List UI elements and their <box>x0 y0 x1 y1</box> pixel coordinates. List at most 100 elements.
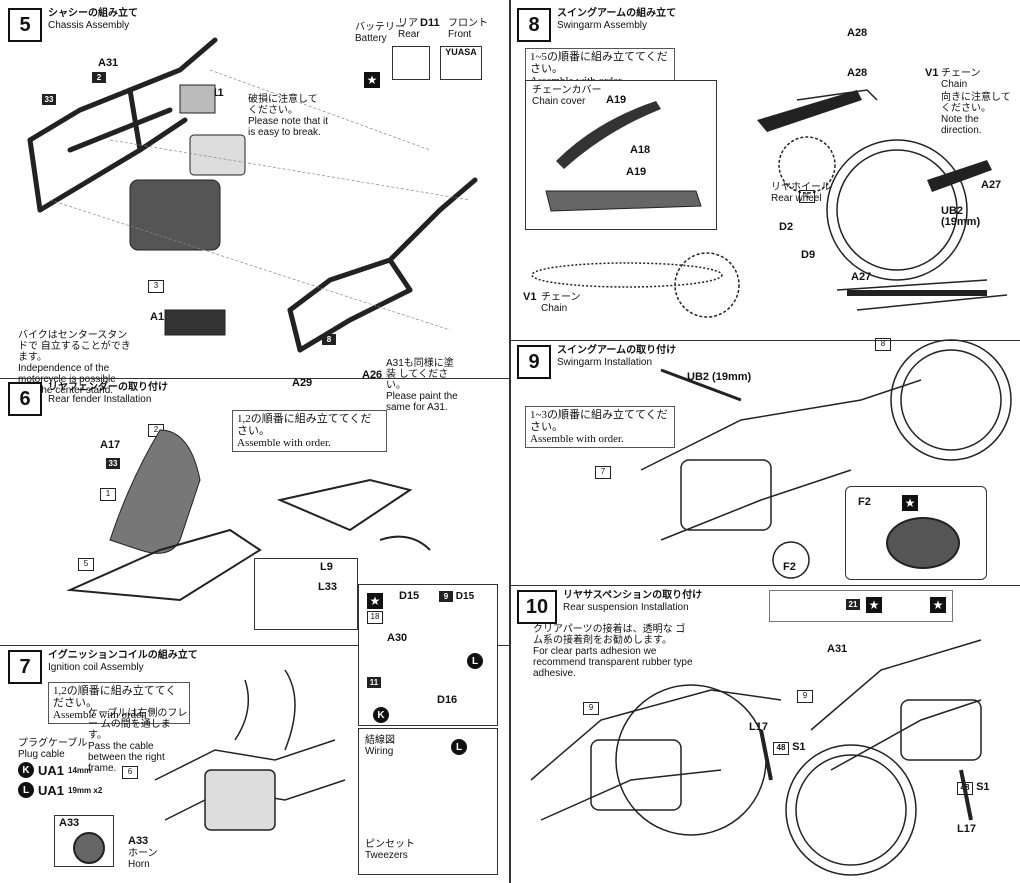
yuasa-text: YUASA <box>445 47 477 57</box>
order-ja: 1~3の順番に組み立ててください。 <box>530 409 668 433</box>
k-icon: K <box>18 762 34 778</box>
a17-label: A17 <box>100 439 121 451</box>
part-9-tag: 9 <box>797 690 813 703</box>
caution-en: Please note that it is easy to break. <box>248 116 329 138</box>
part-33-tag: 33 <box>106 458 120 469</box>
ua1b-size: 19mm x2 <box>68 785 103 795</box>
stand-ja: バイクはセンタースタンドで 自立することができます。 <box>18 330 131 363</box>
horn-en: Horn <box>128 859 150 870</box>
rear-fender-illustration <box>66 429 431 602</box>
d9-label: D9 <box>801 249 816 261</box>
step-title-ja: スイングアームの組み立て <box>557 8 677 19</box>
order-ja: 1,2の順番に組み立ててください。 <box>53 685 177 709</box>
ignition-illustration <box>154 669 346 831</box>
l17b-label: L17 <box>957 823 976 835</box>
horn-ja: ホーン <box>128 848 158 859</box>
d15a-label: D15 <box>399 590 420 602</box>
step-number: 7 <box>8 650 42 684</box>
paint-note: A31も同様に塗装 してください。Please paint the same f… <box>386 358 458 413</box>
ub2-size: (19mm) <box>941 216 981 228</box>
a31-label: A31 <box>98 57 119 69</box>
a27b-label: A27 <box>851 271 872 283</box>
rear-en: Rear <box>398 29 420 40</box>
d15b-label: D15 <box>455 591 475 602</box>
clear-parts-note: クリアパーツの接着は、透明な ゴム系の接着剤をお勧めします。For clear … <box>533 624 693 679</box>
chain-ja: チェーン <box>941 68 981 79</box>
stand-note: バイクはセンタースタンドで 自立することができます。Independence o… <box>18 330 133 396</box>
step-title-ja: リヤフェンダーの取り付け <box>48 382 168 393</box>
fender-parts-inset <box>254 558 358 630</box>
s1a: S1 <box>792 741 806 753</box>
order-en: Assemble with order. <box>53 709 147 721</box>
ub2-label: UB2 (19mm) <box>687 371 752 383</box>
l-icon: L <box>467 653 483 669</box>
step-6-separator <box>0 378 509 379</box>
star-icon: ★ <box>930 597 946 613</box>
cover-en: Chain cover <box>532 96 586 107</box>
a1-label: A1 <box>150 311 165 323</box>
front-ja: フロント <box>448 18 488 29</box>
wheel-ja: リヤホイール <box>771 182 831 193</box>
order-en: Assemble with order. <box>530 433 624 445</box>
order-ja: 1~5の順番に組み立ててください。 <box>530 51 668 75</box>
s1a-label: 48 S1 <box>773 742 806 755</box>
a31-label: A31 <box>827 643 848 655</box>
direction-note: 向きに注意して ください。Note the direction. <box>941 92 1015 136</box>
l-icon: L <box>451 739 467 755</box>
a33-label: A33 <box>128 835 149 847</box>
battery-front: YUASA <box>440 46 482 80</box>
part-6-tag: 6 <box>122 766 138 779</box>
order-en: Assemble with order. <box>237 437 331 449</box>
l-icon: L <box>18 782 34 798</box>
step-title-ja: シャシーの組み立て <box>48 8 138 19</box>
step-9-separator <box>511 340 1020 341</box>
d2-label: D2 <box>779 221 794 233</box>
step-title-en: Rear fender Installation <box>48 394 152 405</box>
a19b-label: A19 <box>626 166 647 178</box>
a26-label: A26 <box>362 369 383 381</box>
paint-ja: A31も同様に塗装 してください。 <box>386 358 454 391</box>
chain-cover-drawing <box>545 101 702 212</box>
ua1a-size: 14mm <box>68 765 92 775</box>
d11-label: D11 <box>420 17 440 29</box>
assembly-order-note: 1~3の順番に組み立ててください。Assemble with order. <box>525 406 675 448</box>
ub2: UB2 <box>941 205 964 217</box>
ua1b: UA1 <box>38 782 65 798</box>
step-number: 6 <box>8 382 42 416</box>
chassis-frame-illustration <box>27 37 478 353</box>
battery-ja: バッテリー <box>355 22 405 33</box>
a19a-label: A19 <box>606 94 627 106</box>
caution-ja: 破損に注意して ください。 <box>248 94 318 116</box>
step-1-marker: 1 <box>100 488 116 501</box>
part-9-tag: 9 <box>583 702 599 715</box>
star-icon: ★ <box>902 495 918 511</box>
star-icon: ★ <box>364 72 380 88</box>
caution-note: 破損に注意して ください。Please note that it is easy… <box>248 94 330 138</box>
a28b-label: A28 <box>847 67 868 79</box>
plug-ja: プラグケーブル <box>18 738 88 749</box>
step-title-ja: イグニッションコイルの組み立て <box>48 650 198 661</box>
dir-ja: 向きに注意して ください。 <box>941 92 1011 114</box>
part-5-tag: 5 <box>78 558 94 571</box>
part-48-tag: 48 <box>773 742 789 755</box>
assembly-order-note: 1,2の順番に組み立ててください。Assemble with order. <box>232 410 387 452</box>
clear-ja: クリアパーツの接着は、透明な ゴム系の接着剤をお勧めします。 <box>533 624 686 646</box>
part-21-tag: 21 <box>846 599 860 610</box>
cable-note: ケーブルは右側のフレー ムの間を通します。Pass the cable betw… <box>88 708 188 774</box>
a18-label: A18 <box>630 144 651 156</box>
part-2-tag: 2 <box>92 72 106 83</box>
l9-label: L9 <box>320 561 333 573</box>
horn-inset: A33 <box>54 815 114 867</box>
step-title-en: Swingarm Assembly <box>557 20 648 31</box>
ignition-parts-inset: ★ D15 9 D15 18 A30 D16 11 K L <box>358 584 498 726</box>
seat-rail-inset: 21 ★ ★ <box>769 590 953 622</box>
